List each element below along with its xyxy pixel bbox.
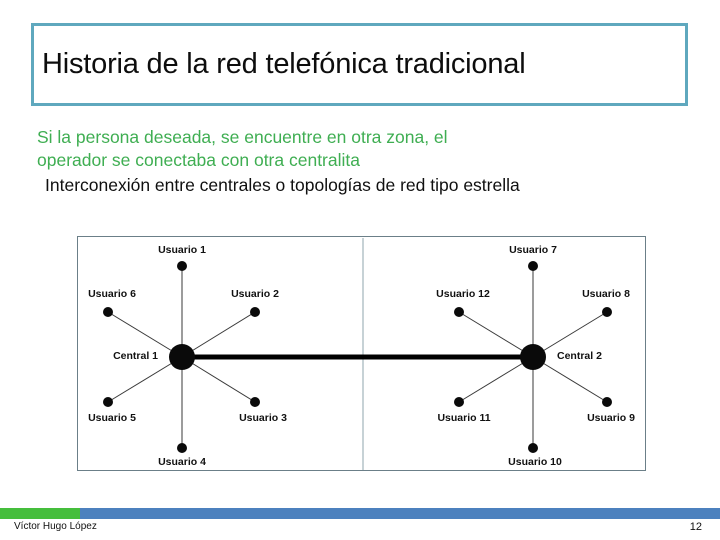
spoke-line [107,356,183,403]
user-node-label: Usuario 5 [88,412,136,424]
body-green-line-1: Si la persona deseada, se encuentre en o… [37,127,448,147]
spoke-line [532,356,608,403]
user-node-label: Usuario 4 [158,456,206,468]
user-node [177,443,187,453]
user-node [528,443,538,453]
spoke-line [181,356,256,403]
page-title: Historia de la red telefónica tradiciona… [42,48,526,81]
user-node-label: Usuario 12 [436,288,490,300]
network-diagram: Usuario 1 Usuario 2 Usuario 3 Usuario 4 Usua… [88,238,635,470]
diagram-spokes [107,266,608,448]
user-node-label: Usuario 3 [239,412,287,424]
user-node [454,397,464,407]
user-node [103,307,113,317]
user-node [250,307,260,317]
footer-bar-blue-segment [80,508,720,519]
central-node-label: Central 1 [113,350,158,362]
user-node-label: Usuario 2 [231,288,279,300]
body-green-line-2: operador se conectaba con otra centralit… [37,150,360,170]
user-node [602,397,612,407]
user-node-label: Usuario 1 [158,244,206,256]
footer-bar-green-segment [0,508,80,519]
user-node [103,397,113,407]
user-node-label: Usuario 6 [88,288,136,300]
footer-page-number: 12 [689,521,702,533]
user-node-label: Usuario 11 [437,412,490,424]
spoke-line [181,311,256,358]
diagram-node-labels: Usuario 1 Usuario 2 Usuario 3 Usuario 4 Usua… [88,244,635,468]
network-diagram-frame: Usuario 1 Usuario 2 Usuario 3 Usuario 4 Usua… [77,236,646,471]
user-node [177,261,187,271]
diagram-nodes [103,261,612,453]
spoke-line [107,311,183,358]
user-node [454,307,464,317]
user-node-label: Usuario 7 [509,244,557,256]
central-node-label: Central 2 [557,350,602,362]
user-node [602,307,612,317]
user-node-label: Usuario 9 [587,412,635,424]
central-node [169,344,195,370]
body-black-line: Interconexión entre centrales o topologí… [45,175,520,195]
slide-title-box: Historia de la red telefónica tradiciona… [31,23,688,106]
central-node [520,344,546,370]
user-node-label: Usuario 8 [582,288,630,300]
user-node [528,261,538,271]
spoke-line [458,356,534,403]
user-node-label: Usuario 10 [508,456,562,468]
slide-body-text: Si la persona deseada, se encuentre en o… [37,126,697,197]
spoke-line [532,311,608,358]
spoke-line [458,311,534,358]
footer-bar [0,508,720,519]
user-node [250,397,260,407]
footer-author: Víctor Hugo López [14,521,97,532]
